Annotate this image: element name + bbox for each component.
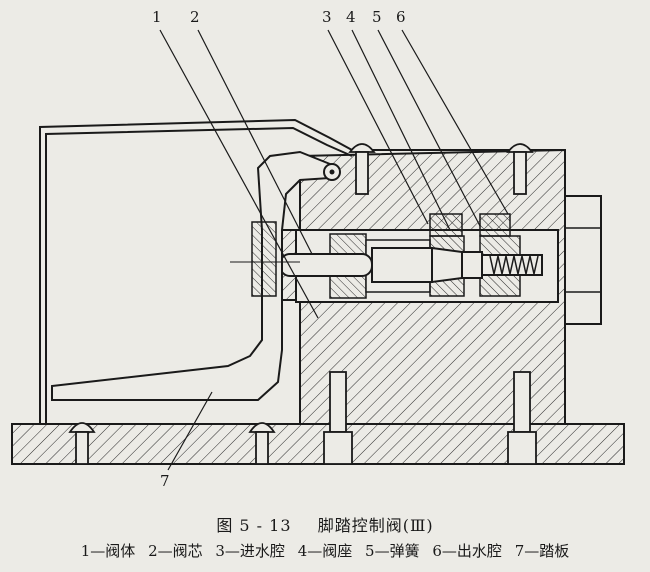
part-legend: 1—阀体 2—阀芯 3—进水腔 4—阀座 5—弹簧 6—出水腔 7—踏板 (0, 540, 650, 561)
figure-caption: 图 5 - 13 脚踏控制阀(Ⅲ) (0, 512, 650, 536)
callout-1: 1 (152, 8, 162, 26)
legend-item: 3—进水腔 (215, 542, 285, 560)
legend-item: 5—弹簧 (365, 542, 420, 560)
callout-6: 6 (396, 8, 406, 26)
figure-number: 图 5 - 13 (216, 516, 292, 535)
bottom-bolts (68, 371, 537, 465)
figure-title: 脚踏控制阀(Ⅲ) (317, 516, 434, 535)
callout-4: 4 (346, 8, 356, 26)
callout-2: 2 (190, 8, 200, 26)
spring (489, 255, 539, 275)
legend-item: 7—踏板 (514, 542, 570, 560)
callout-5: 5 (372, 8, 382, 26)
legend-item: 6—出水腔 (432, 542, 502, 560)
top-bolts (348, 143, 534, 195)
leader-lines (159, 29, 509, 471)
legend-item: 4—阀座 (297, 542, 353, 560)
valve-cross-section-drawing (11, 29, 625, 471)
legend-item: 2—阀芯 (148, 542, 203, 560)
legend-item: 1—阀体 (80, 542, 136, 560)
callout-3: 3 (322, 8, 332, 26)
callout-7: 7 (160, 472, 170, 490)
